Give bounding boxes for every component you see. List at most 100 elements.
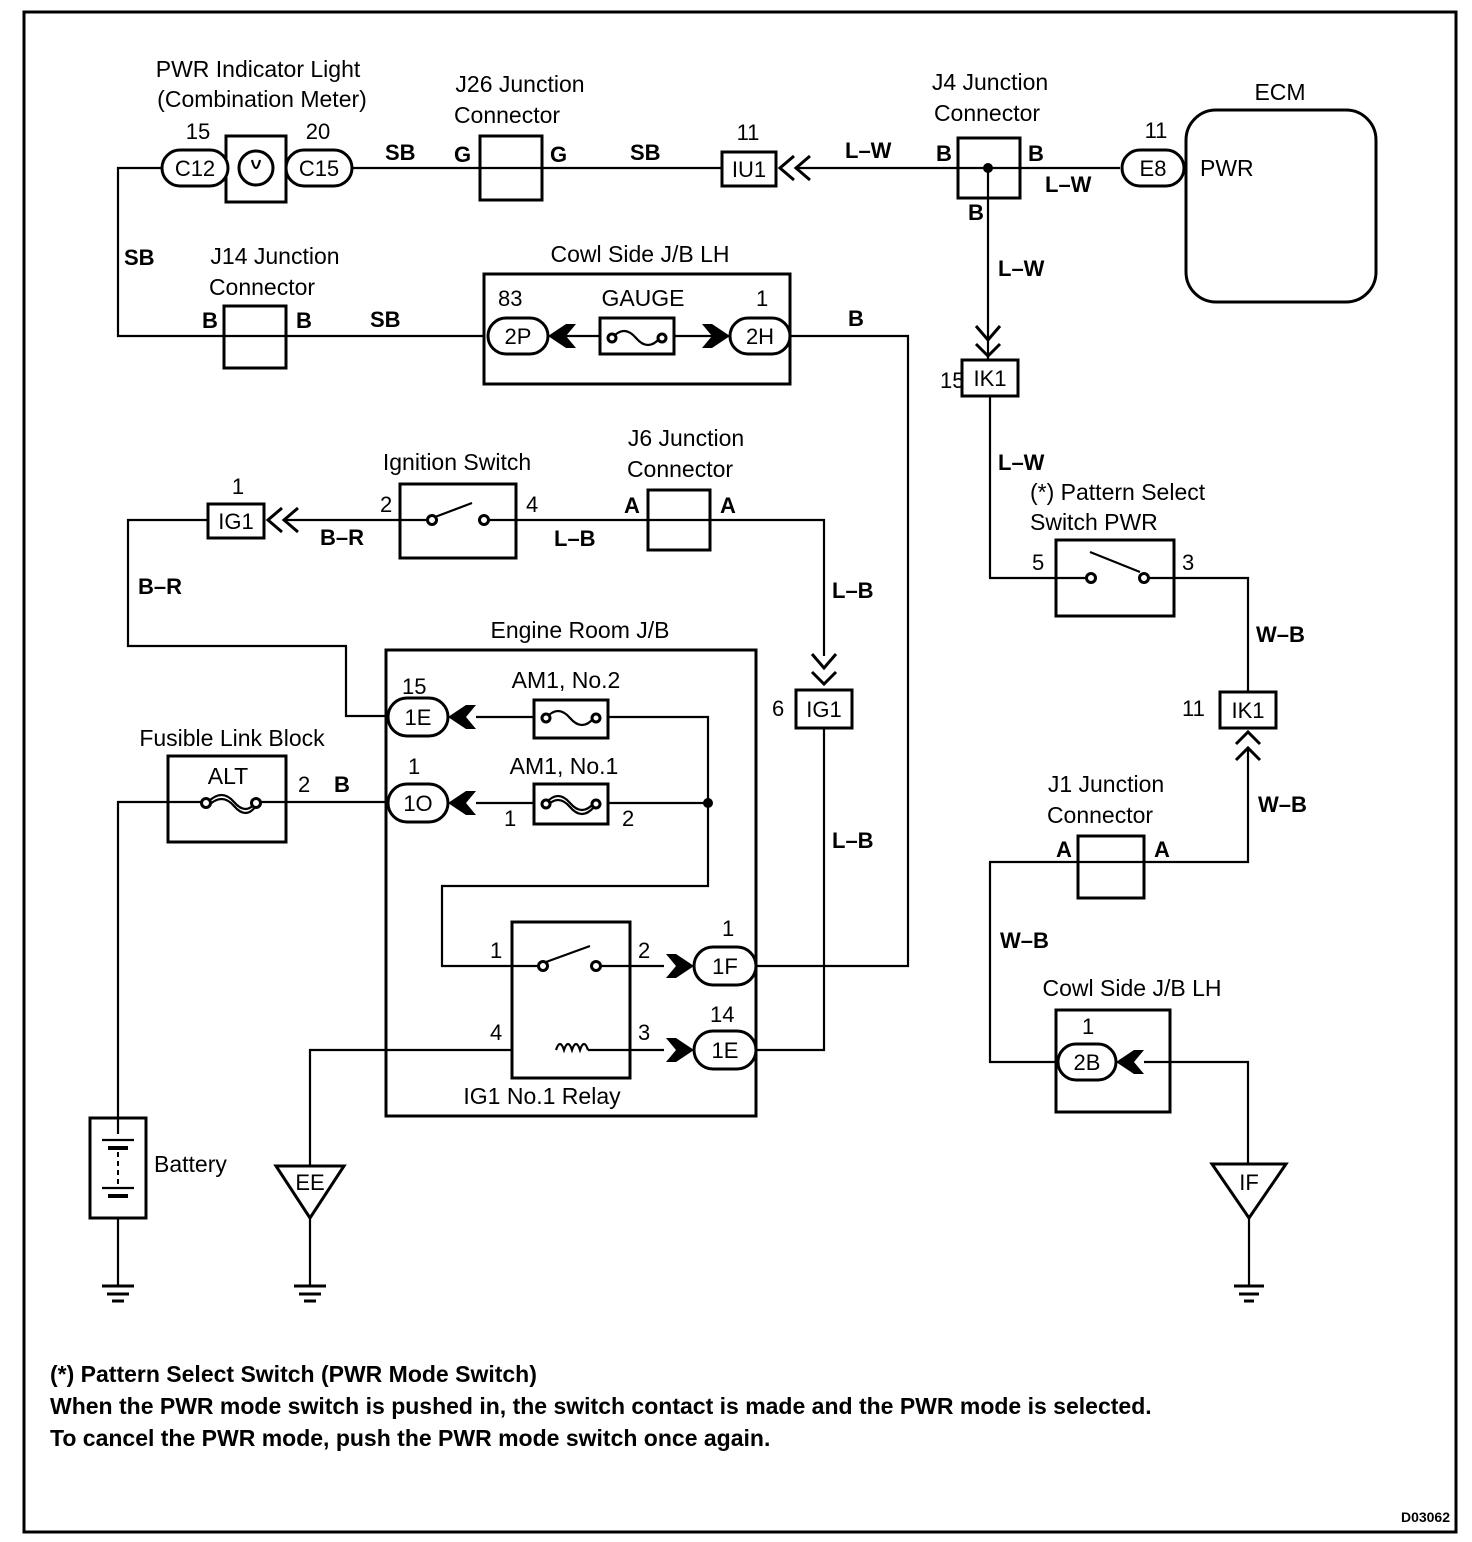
connector-code: 1O — [403, 791, 432, 816]
fusible-link-icon — [207, 793, 257, 815]
pin-label: 3 — [638, 1020, 650, 1045]
wire-lw-switch — [988, 396, 1056, 580]
fuse-label: GAUGE — [601, 285, 684, 311]
connector-code: 2B — [1074, 1050, 1101, 1075]
pin-label: A — [624, 493, 640, 518]
j6-junction-connector: J6 Junction Connector A A — [624, 425, 744, 552]
pin-label: B — [936, 141, 952, 166]
pin-label: G — [454, 142, 471, 167]
component-title: Connector — [1047, 802, 1153, 828]
component-title: Connector — [209, 274, 315, 300]
iu1-connector: 11 IU1 — [720, 120, 811, 188]
fuse-terminal — [656, 332, 668, 344]
wire-relay-ground — [308, 1048, 512, 1166]
wire-color-label: W–B — [1258, 792, 1307, 817]
ecm: ECM 11 E8 PWR — [1120, 79, 1378, 304]
component-title: Connector — [934, 100, 1040, 126]
wire-wb-ground — [988, 748, 1250, 1064]
pin-label: 5 — [1032, 550, 1044, 575]
wire-color-label: L–W — [998, 450, 1045, 475]
pwr-indicator-title: PWR Indicator Light — [156, 56, 361, 82]
note-line-2: When the PWR mode switch is pushed in, t… — [50, 1393, 1152, 1419]
pin-label: 2 — [298, 772, 310, 797]
fuse-icon — [545, 709, 595, 727]
double-chevron-icon — [810, 653, 838, 687]
connector-code: C12 — [175, 156, 215, 181]
connector-code: 1F — [712, 954, 738, 979]
ig1-left-connector: 1 IG1 — [206, 474, 299, 540]
contact — [1138, 572, 1150, 584]
contact — [478, 514, 490, 526]
pin-label: 2 — [638, 938, 650, 963]
wire-lb-ign — [516, 518, 826, 656]
wire-color-label: L–B — [554, 526, 596, 551]
diagram-frame — [22, 10, 1458, 1534]
component-title: Connector — [454, 102, 560, 128]
fusible-link-box — [166, 754, 288, 844]
connector-code: IK1 — [1231, 698, 1264, 723]
pin-label: 6 — [772, 696, 784, 721]
pin-label: 15 — [940, 368, 964, 393]
ecm-title: ECM — [1254, 79, 1305, 105]
connector-code: IG1 — [218, 509, 253, 534]
wire-color-label: SB — [630, 140, 661, 165]
connector-code: 2P — [505, 324, 532, 349]
ik1-bottom-connector: 11 IK1 — [1182, 690, 1278, 762]
connector-box — [720, 150, 778, 188]
fusible-link-block: Fusible Link Block ALT 2 — [139, 725, 325, 844]
pin-label: 2 — [622, 806, 634, 831]
component-title: J26 Junction — [455, 71, 584, 97]
pin-label: B — [1028, 141, 1044, 166]
pin-label: A — [1056, 837, 1072, 862]
wire-color-label: B–R — [320, 525, 364, 550]
ecm-terminal-label: PWR — [1200, 155, 1254, 181]
cowl-side-jb-bottom: Cowl Side J/B LH 1 2B — [1043, 975, 1221, 1114]
ground-point-if: IF — [1209, 1162, 1289, 1303]
j4-junction-connector: J4 Junction Connector B B B — [932, 69, 1048, 225]
ignition-switch: Ignition Switch 2 4 — [380, 449, 538, 560]
pin-label: 1 — [408, 754, 420, 779]
splice-dot — [703, 798, 713, 808]
fuse-terminal — [540, 798, 552, 810]
pin-label: 14 — [710, 1002, 734, 1027]
wire-color-label: L–W — [998, 256, 1045, 281]
connector-1f — [692, 945, 758, 987]
fuse-terminal — [606, 332, 618, 344]
wire-color-label: B–R — [138, 574, 182, 599]
wire-color-label: B — [848, 306, 864, 331]
fuse-terminal — [590, 798, 602, 810]
wire-color-label: L–W — [845, 138, 892, 163]
relay-title: IG1 No.1 Relay — [463, 1083, 621, 1109]
wire-color-label: SB — [370, 307, 401, 332]
wire-color-label: L–B — [832, 578, 874, 603]
note-line-1: (*) Pattern Select Switch (PWR Mode Swit… — [50, 1361, 537, 1387]
pin-label: 15 — [402, 674, 426, 699]
jb-box — [384, 648, 758, 1118]
pattern-select-switch: (*) Pattern Select Switch PWR 5 3 — [1030, 479, 1206, 618]
wire-sb-left — [116, 166, 200, 338]
ground-code: IF — [1239, 1170, 1259, 1195]
diagram-id: D03062 — [1401, 1509, 1450, 1525]
bulb-filament — [250, 159, 262, 170]
pin-label: 4 — [526, 492, 538, 517]
contact — [1085, 572, 1097, 584]
pin-label: 1 — [232, 474, 244, 499]
connector-code: 1E — [712, 1038, 739, 1063]
fuse-terminal — [590, 712, 602, 724]
connector-1e-bottom — [692, 1029, 758, 1071]
connector-code: 2H — [746, 324, 774, 349]
wire-color-label: W–B — [1000, 928, 1049, 953]
component-title: Connector — [627, 456, 733, 482]
pin-label: 1 — [504, 806, 516, 831]
wire-b-gauge — [756, 334, 910, 968]
relay-switch-blade — [545, 944, 591, 964]
pin-label: 1 — [756, 286, 768, 311]
component-title: Engine Room J/B — [491, 617, 670, 643]
switch-blade — [434, 501, 473, 519]
wire-color-label: SB — [385, 140, 416, 165]
ground-icon — [102, 1284, 134, 1303]
solid-arrow-icon — [448, 705, 476, 729]
pin-label: B — [968, 200, 984, 225]
fuse-terminal — [540, 712, 552, 724]
contact — [426, 514, 438, 526]
